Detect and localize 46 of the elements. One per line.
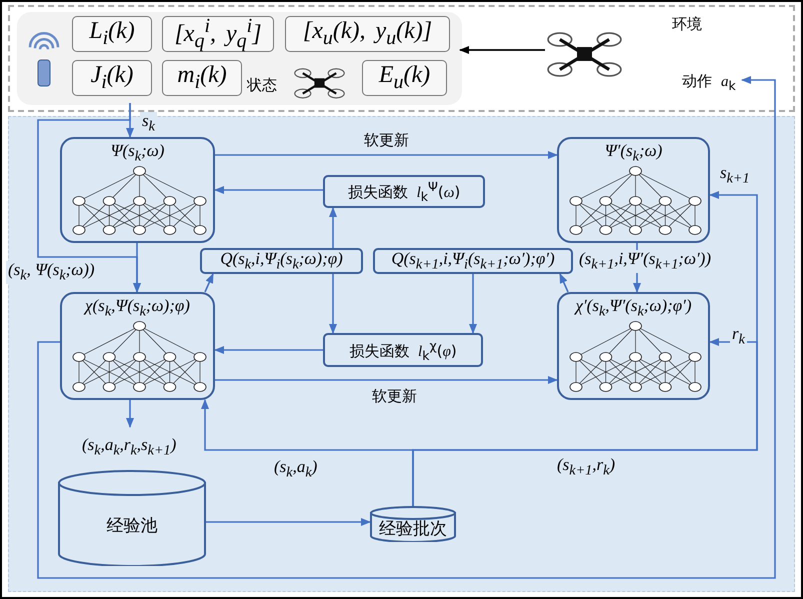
variable-box: L$_{i}$(k) bbox=[72, 16, 152, 52]
cylinder-label: 经验池 bbox=[106, 515, 158, 537]
network-title: Ψ′(s$_{k}$;ω) bbox=[604, 141, 664, 166]
edge-label: 软更新 bbox=[362, 132, 411, 148]
network-title: χ′(s$_{k}$,Ψ′(s$_{k}$;ω);φ′) bbox=[573, 296, 693, 320]
network-box bbox=[60, 137, 215, 243]
variable-box: J$_{i}$(k) bbox=[72, 60, 152, 96]
edge-label: 软更新 bbox=[370, 388, 419, 404]
arrow bbox=[459, 46, 545, 54]
q-value-box: Q(s$_{k+1}$,i,Ψ$_{i}$(s$_{k+1}$;ω′);φ′) bbox=[373, 248, 573, 274]
variable-box: [x$_{u}$(k), y$_{u}$(k)] bbox=[285, 16, 450, 52]
arrow bbox=[412, 338, 758, 506]
storage-cylinder bbox=[370, 506, 456, 542]
arrow bbox=[214, 346, 323, 354]
environment-label: 环境 bbox=[672, 15, 702, 34]
environment-box bbox=[8, 5, 795, 112]
variable-box: m$_{i}$(k) bbox=[162, 60, 242, 96]
network-box bbox=[557, 137, 710, 243]
arrow bbox=[329, 207, 337, 248]
arrow bbox=[133, 243, 141, 293]
arrow bbox=[126, 400, 134, 428]
arrow bbox=[206, 518, 371, 526]
network-title: χ(s$_{k}$,Ψ(s$_{k}$;ω);φ) bbox=[82, 296, 191, 320]
storage-cylinder bbox=[58, 470, 206, 566]
loss-function-box: 损失函数 l$_{k}$$^{χ}$(φ) bbox=[323, 333, 483, 367]
action-label: 动作 a$_{k}$ bbox=[674, 68, 744, 96]
q-value-box: Q(s$_{k}$,i,Ψ$_{i}$(s$_{k}$;ω);φ) bbox=[200, 248, 363, 274]
network-box bbox=[60, 292, 215, 400]
arrow bbox=[215, 376, 558, 384]
network-box bbox=[557, 292, 710, 400]
variable-box: E$_{u}$(k) bbox=[362, 60, 447, 96]
edge-label: (s$_{k}$, Ψ(s$_{k}$;ω)) bbox=[6, 261, 97, 284]
arrow bbox=[469, 274, 477, 334]
loss-function-box: 损失函数 l$_{k}$$^{Ψ}$(ω) bbox=[323, 175, 485, 208]
state-panel bbox=[17, 12, 462, 105]
edge-label: (s$_{k+1}$,i,Ψ′(s$_{k+1}$;ω′)) bbox=[577, 250, 714, 273]
network-title: Ψ(s$_{k}$;ω) bbox=[110, 141, 166, 166]
arrow bbox=[204, 273, 214, 292]
arrow bbox=[37, 76, 776, 579]
cylinder-label: 经验批次 bbox=[378, 518, 448, 540]
arrow bbox=[559, 273, 569, 292]
variable-box: [x$_{q}$$^{i}$, y$_{q}$$^{i}$] bbox=[162, 16, 274, 52]
arrow bbox=[329, 274, 337, 334]
arrow bbox=[215, 151, 558, 159]
arrow bbox=[214, 186, 323, 194]
state-label: 状态 bbox=[247, 76, 277, 95]
